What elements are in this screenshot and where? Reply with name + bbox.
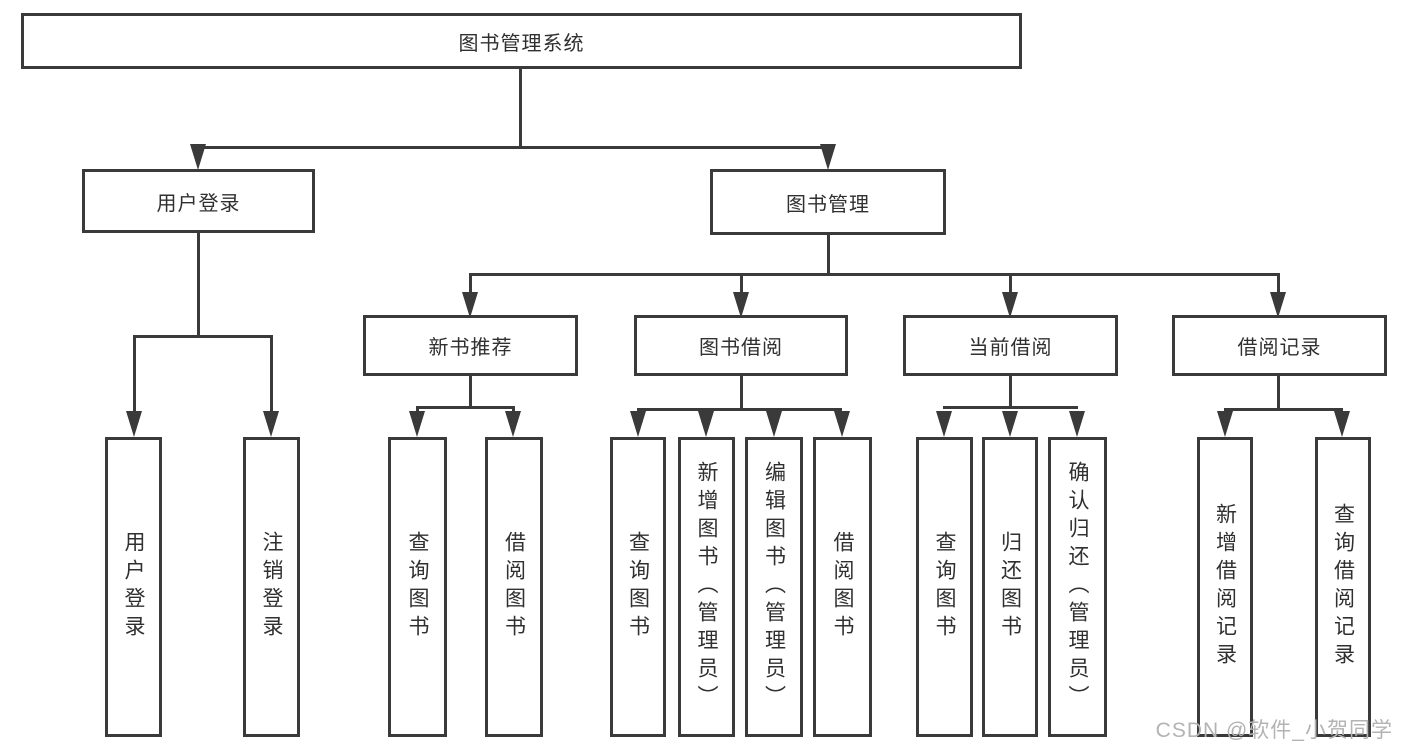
leaf-label: 查询图书: [933, 531, 956, 643]
node-current-borrowing: 当前借阅: [903, 315, 1118, 376]
node-book-borrowing: 图书借阅: [634, 315, 848, 376]
connector-line: [740, 376, 743, 408]
connector-line: [512, 406, 515, 414]
connector-line: [1277, 376, 1280, 408]
node-label: 借阅记录: [1237, 337, 1322, 359]
arrowhead-down-icon: [733, 292, 749, 318]
arrowhead-down-icon: [936, 411, 952, 437]
leaf-label: 用户登录: [122, 531, 145, 643]
arrowhead-down-icon: [820, 144, 836, 170]
leaf-return-book: 归还图书: [982, 437, 1038, 737]
connector-line: [469, 273, 1280, 276]
leaf-edit-book-admin: 编辑图书（管理员）: [745, 437, 803, 737]
arrowhead-down-icon: [1334, 411, 1350, 437]
leaf-label: 借阅图书: [831, 531, 854, 643]
leaf-user-login: 用户登录: [105, 437, 162, 737]
node-new-book-recommendation: 新书推荐: [363, 315, 578, 376]
connector-line: [197, 146, 831, 149]
arrowhead-down-icon: [1002, 411, 1018, 437]
node-library-management-system: 图书管理系统: [21, 13, 1022, 69]
arrowhead-down-icon: [1217, 411, 1233, 437]
leaf-borrow-books-borrowing: 借阅图书: [813, 437, 872, 737]
connector-line: [1009, 376, 1012, 406]
node-label: 图书管理系统: [458, 32, 585, 55]
arrowhead-down-icon: [1002, 292, 1018, 318]
leaf-label: 查询借阅记录: [1331, 503, 1355, 671]
leaf-label: 确认归还（管理员）: [1066, 461, 1089, 713]
arrowhead-down-icon: [190, 144, 206, 170]
csdn-watermark: CSDN @软件_小贺同学: [1155, 719, 1393, 742]
connector-line: [197, 233, 200, 335]
leaf-label: 查询图书: [626, 531, 650, 643]
leaf-confirm-return-admin: 确认归还（管理员）: [1048, 437, 1107, 737]
arrowhead-down-icon: [630, 411, 646, 437]
node-label: 图书管理: [786, 193, 870, 216]
arrowhead-down-icon: [126, 411, 142, 437]
arrowhead-down-icon: [409, 411, 425, 437]
node-label: 当前借阅: [968, 337, 1053, 359]
connector-line: [740, 273, 743, 295]
connector-line: [133, 335, 272, 338]
leaf-query-borrow-record: 查询借阅记录: [1315, 437, 1371, 737]
arrowhead-down-icon: [1069, 411, 1085, 437]
node-label: 图书借阅: [699, 337, 783, 359]
leaf-label: 新增图书（管理员）: [695, 461, 718, 713]
node-borrowing-records: 借阅记录: [1172, 315, 1387, 376]
arrowhead-down-icon: [263, 411, 279, 437]
connector-line: [1009, 273, 1012, 295]
arrowhead-down-icon: [505, 411, 521, 437]
connector-line: [637, 408, 842, 411]
connector-line: [270, 335, 273, 413]
leaf-add-book-admin: 新增图书（管理员）: [678, 437, 735, 737]
leaf-add-borrow-record: 新增借阅记录: [1197, 437, 1253, 737]
leaf-label: 新增借阅记录: [1213, 503, 1237, 671]
connector-line: [519, 69, 522, 146]
arrowhead-down-icon: [834, 411, 850, 437]
connector-line: [133, 335, 136, 413]
connector-line: [469, 376, 472, 406]
connector-line: [827, 235, 830, 273]
connector-line: [469, 273, 472, 295]
node-user-login: 用户登录: [82, 169, 315, 233]
leaf-label: 注销登录: [260, 531, 283, 643]
leaf-logout: 注销登录: [243, 437, 300, 737]
node-label: 用户登录: [156, 192, 241, 215]
connector-line: [416, 406, 515, 409]
arrowhead-down-icon: [462, 292, 478, 318]
leaf-label: 借阅图书: [502, 531, 526, 643]
arrowhead-down-icon: [766, 411, 782, 437]
connector-line: [1224, 408, 1343, 411]
arrowhead-down-icon: [1270, 292, 1286, 318]
connector-line: [943, 406, 1078, 409]
leaf-query-books-recommend: 查询图书: [388, 437, 447, 737]
connector-line: [416, 406, 419, 414]
connector-line: [1277, 273, 1280, 295]
node-label: 新书推荐: [428, 337, 513, 359]
leaf-label: 查询图书: [406, 531, 429, 643]
leaf-query-books-borrowing: 查询图书: [610, 437, 666, 737]
node-book-management: 图书管理: [710, 169, 946, 235]
leaf-borrow-books-recommend: 借阅图书: [485, 437, 543, 737]
leaf-label: 编辑图书（管理员）: [762, 461, 786, 713]
leaf-label: 归还图书: [998, 531, 1022, 643]
arrowhead-down-icon: [698, 411, 714, 437]
leaf-query-books-current: 查询图书: [916, 437, 973, 737]
